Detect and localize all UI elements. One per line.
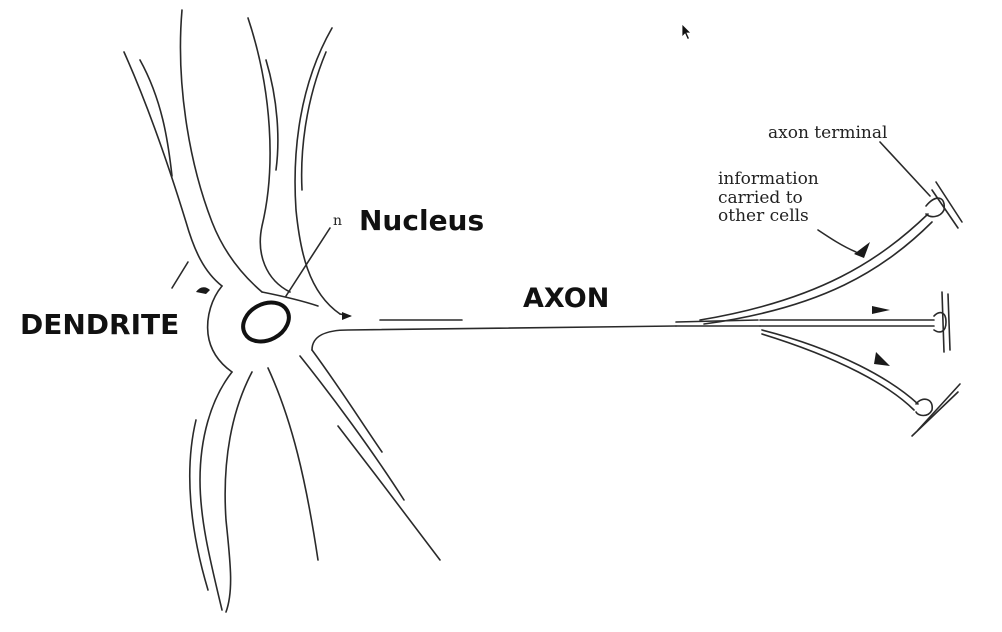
dendrite-lower-left — [188, 371, 253, 613]
dendrite-label: DENDRITE — [20, 308, 180, 341]
mouse-pointer-icon — [681, 23, 692, 41]
dendrite-upper-left — [123, 9, 263, 293]
axon-label: AXON — [523, 283, 610, 314]
nucleus-label: Nucleus — [359, 204, 485, 237]
nucleus — [241, 300, 291, 344]
axon — [311, 313, 761, 351]
information-line: carried to — [718, 187, 803, 208]
cell-body — [199, 285, 319, 611]
arrow-icon — [874, 352, 890, 366]
information-label: information carried to other cells — [718, 170, 819, 226]
arrow-icon — [872, 306, 890, 314]
dendrite-upper-right — [247, 17, 341, 315]
nucleus-marker-label: n — [333, 213, 343, 229]
leader-lines — [171, 141, 931, 297]
axon-branches — [699, 213, 935, 411]
dendrite-marker — [196, 287, 210, 294]
arrow-icon — [342, 312, 352, 320]
information-line: information — [718, 169, 819, 189]
arrow-icon — [854, 242, 870, 258]
information-line: other cells — [718, 206, 809, 227]
dendrite-lower-right — [267, 349, 441, 561]
axon-terminals — [911, 181, 963, 437]
axon-terminal-label: axon terminal — [768, 123, 888, 143]
